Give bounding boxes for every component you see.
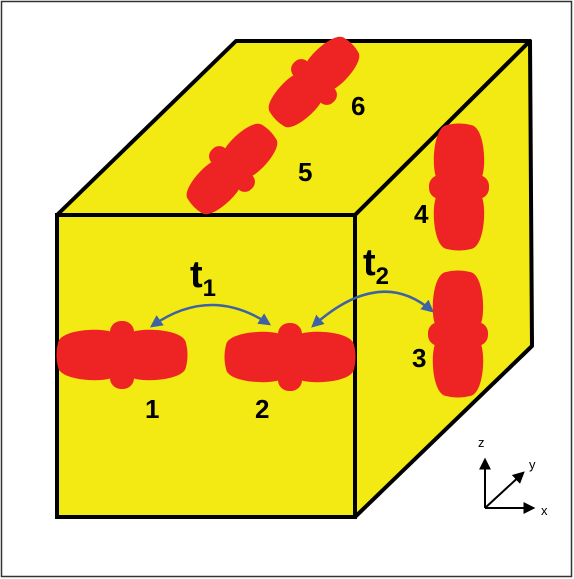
t1-label: t1 — [190, 254, 216, 302]
site-label-6: 6 — [351, 91, 365, 121]
site-label-5: 5 — [298, 157, 312, 187]
t2-subscript: 2 — [376, 263, 389, 290]
hopping-arrow-t2 — [311, 290, 434, 328]
t1-subscript: 1 — [203, 275, 216, 302]
x-axis-label: x — [541, 503, 548, 518]
site-label-3: 3 — [412, 343, 426, 373]
site-label-1: 1 — [145, 394, 159, 424]
t2-label: t2 — [363, 242, 389, 290]
orbital-3 — [428, 270, 488, 398]
y-axis — [484, 471, 525, 509]
t1-base: t — [190, 254, 203, 296]
t2-base: t — [363, 242, 376, 284]
orbital-4 — [429, 123, 489, 251]
hopping-arrow-t1 — [149, 303, 272, 328]
site-label-2: 2 — [255, 394, 269, 424]
coordinate-axes — [479, 457, 536, 514]
y-axis-label: y — [529, 457, 536, 472]
z-axis-label: z — [478, 435, 485, 450]
site-label-4: 4 — [414, 199, 429, 229]
